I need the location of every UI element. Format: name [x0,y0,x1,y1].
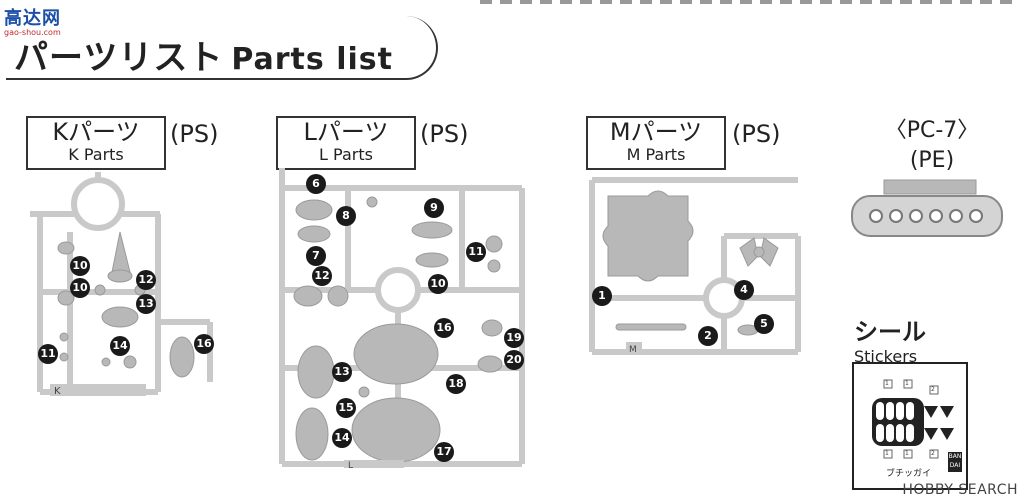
hobby-search-watermark: HOBBY SEARCH [902,482,1018,498]
k-runner-tag: K [54,386,61,397]
stickers-title: シール Stickers [854,312,926,366]
part-badge-l-18: 18 [446,374,466,394]
bandai-logo-line1: BAN [948,453,962,460]
l-runner-tag: L [348,461,353,468]
pc7-title-line1: 〈PC-7〉 [884,118,980,143]
l-parts-label-en: L Parts [319,145,373,164]
part-badge-l-6: 6 [306,174,326,194]
bandai-logo: BAN DAI [948,452,962,470]
part-badge-k-11: 11 [38,344,58,364]
m-parts-label: Mパーツ M Parts [586,116,726,170]
part-badge-l-11: 11 [466,242,486,262]
stickers-title-en: Stickers [854,347,918,366]
part-badge-l-14: 14 [332,428,352,448]
part-badge-m-4: 4 [734,280,754,300]
k-parts-label-jp: Kパーツ [52,118,140,146]
sticker-id-6: 2 [931,450,935,457]
pc7-title-line2: (PE) [909,148,955,173]
part-badge-m-5: 5 [754,314,774,334]
part-badge-l-17: 17 [434,442,454,462]
part-badge-l-16: 16 [434,318,454,338]
part-badge-l-8: 8 [336,206,356,226]
part-badge-l-12: 12 [312,266,332,286]
title-banner [6,16,438,80]
part-badge-k-13: 13 [136,294,156,314]
part-badge-l-10: 10 [428,274,448,294]
top-dash-line [480,0,1020,4]
sticker-id-5: 2 [931,386,935,393]
m-parts-material: (PS) [732,120,781,148]
m-parts-label-jp: Mパーツ [609,118,703,146]
part-badge-k-10b: 10 [70,278,90,298]
l-parts-label: Lパーツ L Parts [276,116,416,170]
k-parts-label-en: K Parts [68,145,124,164]
m-parts-label-en: M Parts [626,145,686,164]
sticker-id-2: 1 [905,380,909,387]
l-runner-tag-bar [344,460,404,468]
m-runner-tag: M [629,345,637,355]
m-runner-diagram: M [589,177,801,355]
k-parts-badges: 10 10 12 13 11 14 16 [30,172,230,404]
sticker-id-3: 1 [885,450,889,457]
part-badge-l-13: 13 [332,362,352,382]
bandai-logo-line2: DAI [949,462,961,469]
sticker-id-4: 1 [905,450,909,457]
stickers-title-jp: シール [854,318,926,346]
l-parts-material: (PS) [420,120,469,148]
pc7-title: 〈PC-7〉 (PE) [862,116,1002,176]
part-badge-k-10a: 10 [70,256,90,276]
page-title-en: Parts list [231,42,393,77]
k-parts-label: Kパーツ K Parts [26,116,166,170]
sticker-note: ブチッガイ [886,469,932,479]
part-badge-m-1: 1 [592,286,612,306]
l-parts-badges: 6 8 9 7 11 12 10 16 19 20 13 18 15 14 17 [272,168,532,468]
part-badge-l-15: 15 [336,398,356,418]
k-parts-material: (PS) [170,120,219,148]
sticker-sheet-art [872,379,962,472]
part-badge-l-19: 19 [504,328,524,348]
k-runner-diagram: K [30,172,213,397]
part-badge-k-14: 14 [110,336,130,356]
k-runner-tag-bar [50,384,146,396]
m-parts-badges: 1 4 2 5 [588,176,812,356]
m-runner-tag-bar [626,342,642,354]
sticker-id-1: 1 [885,380,889,387]
part-badge-k-12: 12 [136,270,156,290]
page-title-jp: パーツリスト [14,38,224,78]
sticker-sheet: ブチッガイ BAN DAI 1 1 1 1 2 2 [852,362,968,490]
part-badge-l-7: 7 [306,246,326,266]
part-badge-m-2: 2 [698,326,718,346]
l-parts-label-jp: Lパーツ [303,118,389,146]
part-badge-l-9: 9 [424,198,444,218]
part-badge-k-16: 16 [194,334,214,354]
pc7-diagram [851,179,1003,237]
part-badge-l-20: 20 [504,350,524,370]
l-runner-diagram: L [279,168,525,468]
